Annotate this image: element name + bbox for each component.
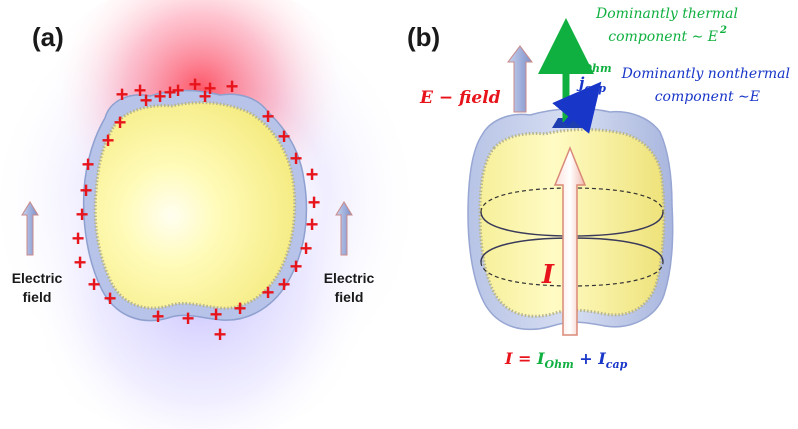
panel-a: ++++++++++++++++++++++++++++++++++ (a) E… — [0, 0, 410, 429]
plus-charge: + — [262, 280, 275, 305]
plus-charge: + — [76, 202, 89, 227]
plus-charge: + — [234, 296, 247, 321]
plus-charge: + — [262, 104, 275, 129]
left-field-label-line1: Electric — [12, 270, 63, 286]
j-cap-label: jcap — [576, 74, 606, 95]
current-label: I — [541, 260, 555, 290]
plus-charge: + — [154, 84, 167, 109]
panel-b: (b) I E − field jOhm jcap Dominantly the… — [407, 6, 790, 371]
plus-charge: + — [226, 74, 239, 99]
panel-a-label: (a) — [32, 22, 64, 52]
j-ohm-label: jOhm — [574, 54, 612, 75]
plus-charge: + — [140, 88, 153, 113]
plus-charge: + — [74, 250, 87, 275]
left-field-label-line2: field — [23, 289, 52, 305]
plus-charge: + — [306, 212, 319, 237]
cell-cytoplasm-a — [93, 101, 297, 310]
current-arrow — [553, 146, 587, 336]
plus-charge: + — [182, 306, 195, 331]
nonthermal-text-line1: Dominantly nonthermal — [621, 66, 790, 82]
panel-b-label: (b) — [407, 22, 440, 52]
plus-charge: + — [278, 124, 291, 149]
nonthermal-text-line2: component ∼E — [655, 89, 760, 105]
right-field-label-line2: field — [335, 289, 364, 305]
thermal-sup: 2 — [719, 25, 727, 36]
plus-charge: + — [290, 254, 303, 279]
plus-charge: + — [164, 80, 177, 105]
plus-charge: + — [134, 78, 147, 103]
right-field-label-line1: Electric — [324, 270, 375, 286]
plus-charge: + — [114, 110, 127, 135]
plus-charge: + — [116, 82, 129, 107]
plus-charge: + — [72, 226, 85, 251]
surface-charges: ++++++++++++++++++++++++++++++++++ — [72, 72, 321, 347]
current-equation: I = IOhm + Icap — [504, 349, 628, 371]
thermal-text-line2: component ∼ E — [608, 29, 718, 45]
j-cap-arrow — [552, 81, 602, 134]
thermal-text-line1: Dominantly thermal — [595, 6, 738, 22]
plus-charge: + — [82, 152, 95, 177]
plus-charge: + — [308, 190, 321, 215]
plus-charge: + — [278, 272, 291, 297]
plus-charge: + — [102, 128, 115, 153]
plus-charge: + — [204, 76, 217, 101]
plus-charge: + — [172, 78, 185, 103]
e-field-arrow — [507, 45, 533, 113]
e-field-label: E − field — [419, 88, 501, 108]
plus-charge: + — [210, 302, 223, 327]
plus-charge: + — [189, 72, 202, 97]
plus-charge: + — [214, 322, 227, 347]
plus-charge: + — [104, 286, 117, 311]
plus-charge: + — [300, 236, 313, 261]
plus-charge: + — [80, 178, 93, 203]
right-field-arrow — [335, 201, 353, 256]
plus-charge: + — [306, 162, 319, 187]
plus-charge: + — [290, 146, 303, 171]
plus-charge: + — [152, 304, 165, 329]
plus-charge: + — [88, 272, 101, 297]
plus-charge: + — [199, 84, 212, 109]
left-field-arrow — [21, 201, 39, 256]
